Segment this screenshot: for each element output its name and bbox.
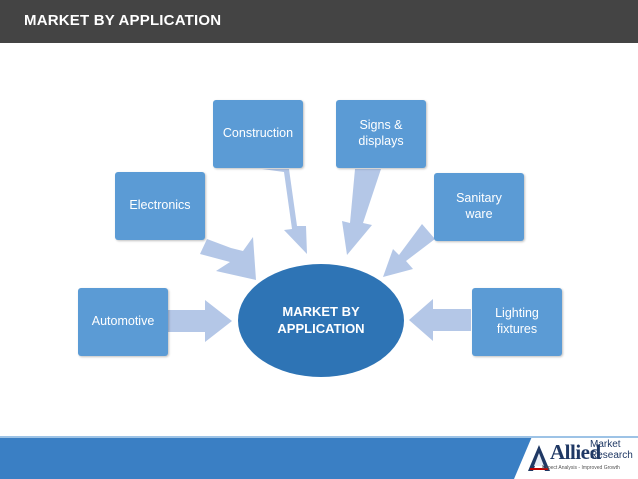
node-electronics-label: Electronics: [129, 198, 191, 213]
header-bar: MARKET BY APPLICATION: [0, 0, 638, 43]
arrow-lighting: [409, 299, 471, 341]
node-construction-label: Construction: [222, 126, 294, 141]
hub-label: MARKET BY APPLICATION: [277, 303, 365, 336]
arrow-construction: [262, 169, 307, 254]
node-lighting-fixtures: Lighting fixtures: [472, 288, 562, 356]
node-sanitary-ware: Sanitary ware: [434, 173, 524, 241]
node-signs-displays: Signs & displays: [336, 100, 426, 168]
logo-line-research: Research: [590, 450, 633, 461]
arrow-layer: [168, 169, 471, 342]
node-automotive-label: Automotive: [91, 314, 155, 329]
node-lighting-fixtures-label: Lighting fixtures: [495, 306, 539, 336]
arrow-signs: [342, 169, 381, 255]
arrow-automotive: [168, 300, 232, 342]
logo-brand: Allied: [550, 440, 601, 464]
logo-tagline: Expect Analysis - Improved Growth: [542, 465, 620, 471]
node-sanitary-ware-label: Sanitary ware: [456, 191, 502, 221]
node-construction: Construction: [213, 100, 303, 168]
market-application-diagram: Automotive Electronics Construction Sign…: [0, 43, 638, 438]
node-electronics: Electronics: [115, 172, 205, 240]
allied-logo-icon: [528, 445, 550, 471]
footer-stripe: [0, 436, 638, 439]
hub-ellipse: MARKET BY APPLICATION: [238, 264, 404, 377]
arrow-electronics: [200, 237, 256, 280]
node-signs-displays-label: Signs & displays: [358, 118, 404, 148]
node-automotive: Automotive: [78, 288, 168, 356]
logo-line-market: Market: [590, 439, 621, 450]
slide-title: MARKET BY APPLICATION: [24, 12, 222, 29]
arrow-sanitary: [383, 224, 435, 277]
